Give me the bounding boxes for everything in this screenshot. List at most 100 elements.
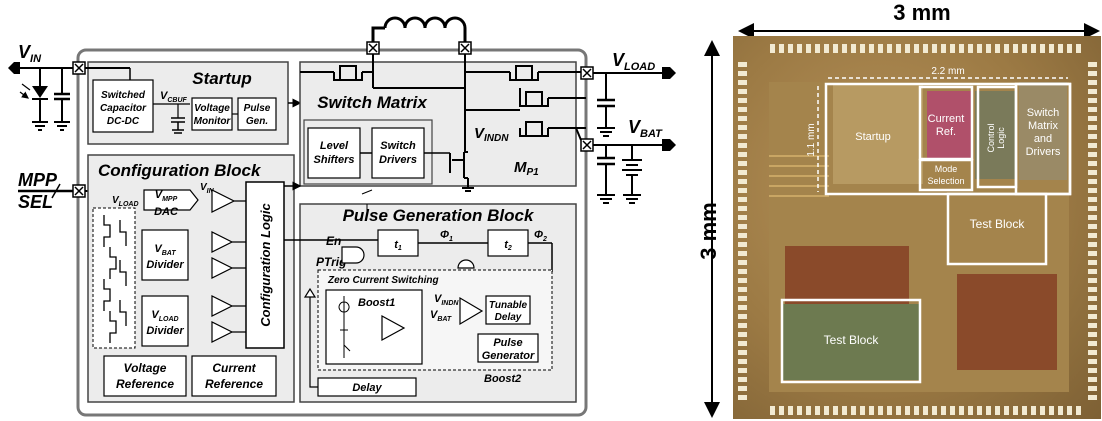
- bond-pad: [923, 44, 928, 53]
- svg-text:t2: t2: [504, 239, 512, 252]
- svg-text:VIN: VIN: [200, 182, 215, 195]
- bond-pad: [1088, 62, 1097, 67]
- bond-pad: [887, 44, 892, 53]
- bond-pad: [738, 170, 747, 175]
- svg-text:MPP: MPP: [18, 170, 58, 190]
- bond-pad: [1088, 80, 1097, 85]
- vload-vbat-terminals: VLOAD VBAT: [575, 50, 676, 204]
- svg-text:Selection: Selection: [927, 176, 964, 186]
- bond-pad: [905, 44, 910, 53]
- die-test-block-right: Test Block: [970, 217, 1026, 231]
- svg-text:VCBUF: VCBUF: [160, 90, 188, 104]
- svg-text:DC-DC: DC-DC: [107, 116, 140, 127]
- bond-pad: [1067, 44, 1072, 53]
- bond-pad: [860, 406, 865, 415]
- svg-text:Switch: Switch: [1027, 107, 1059, 119]
- bond-pad: [950, 44, 955, 53]
- bond-pad: [1088, 134, 1097, 139]
- bond-pad: [738, 242, 747, 247]
- svg-text:Capacitor: Capacitor: [100, 103, 147, 114]
- bond-pad: [738, 350, 747, 355]
- bond-pad: [833, 406, 838, 415]
- bond-pad: [824, 406, 829, 415]
- svg-text:Divider: Divider: [146, 325, 184, 337]
- bond-pad: [815, 44, 820, 53]
- startup-title: Startup: [192, 69, 252, 88]
- bond-pad: [738, 98, 747, 103]
- bond-pad: [1088, 377, 1097, 382]
- bond-pad: [842, 44, 847, 53]
- configuration-block-title: Configuration Block: [98, 161, 262, 180]
- bond-pad: [1088, 341, 1097, 346]
- svg-text:MP1: MP1: [514, 159, 539, 178]
- bond-pad: [1088, 233, 1097, 238]
- svg-text:Shifters: Shifters: [314, 154, 355, 166]
- svg-text:Logic: Logic: [996, 127, 1006, 149]
- bond-pad: [738, 80, 747, 85]
- bond-pad: [738, 269, 747, 274]
- bond-pad: [1031, 44, 1036, 53]
- svg-text:VBAT: VBAT: [154, 243, 176, 257]
- bond-pad: [995, 406, 1000, 415]
- bond-pad: [1088, 260, 1097, 265]
- bond-pad: [878, 44, 883, 53]
- bond-pad: [738, 233, 747, 238]
- bond-pad: [1088, 161, 1097, 166]
- bond-pad: [1088, 143, 1097, 148]
- svg-text:En: En: [326, 234, 341, 248]
- bond-pad: [806, 44, 811, 53]
- die-inner-width: 2.2 mm: [931, 66, 964, 77]
- bond-pad: [738, 224, 747, 229]
- bond-pad: [770, 406, 775, 415]
- svg-text:Delay: Delay: [495, 312, 522, 323]
- bond-pad: [1088, 359, 1097, 364]
- bond-pad: [1088, 197, 1097, 202]
- pulse-generation-block: Pulse Generation Block En PTrig t1 Φ1 t2…: [284, 189, 577, 403]
- die-block-startup: Startup: [855, 131, 890, 143]
- svg-text:Divider: Divider: [146, 259, 184, 271]
- svg-text:and: and: [1034, 133, 1052, 145]
- bond-pad: [1088, 314, 1097, 319]
- svg-text:Drivers: Drivers: [379, 154, 417, 166]
- bond-pad: [1088, 89, 1097, 94]
- bond-pad: [896, 406, 901, 415]
- bond-pad: [1088, 296, 1097, 301]
- bond-pad: [738, 287, 747, 292]
- bond-pad: [815, 406, 820, 415]
- bond-pad: [738, 323, 747, 328]
- configuration-block: Configuration Block VLOAD VMPP DAC VIN V…: [87, 154, 302, 403]
- bond-pad: [950, 406, 955, 415]
- bond-pad: [833, 44, 838, 53]
- svg-text:Pulse: Pulse: [244, 103, 271, 114]
- pulse-generation-title: Pulse Generation Block: [343, 206, 535, 225]
- die-test-block-left: Test Block: [824, 333, 880, 347]
- bond-pad: [1088, 215, 1097, 220]
- bond-pad: [941, 44, 946, 53]
- bond-pad: [860, 44, 865, 53]
- bond-pad: [932, 406, 937, 415]
- bond-pad: [1049, 44, 1054, 53]
- bond-pad: [1088, 323, 1097, 328]
- bond-pad: [738, 314, 747, 319]
- svg-text:Reference: Reference: [205, 377, 263, 391]
- svg-text:Boost2: Boost2: [484, 373, 521, 385]
- svg-text:t1: t1: [394, 239, 402, 252]
- bond-pad: [738, 341, 747, 346]
- bond-pad: [869, 44, 874, 53]
- svg-text:Ref.: Ref.: [936, 126, 956, 138]
- svg-text:VLOAD: VLOAD: [151, 309, 178, 323]
- bond-pad: [738, 332, 747, 337]
- bond-pad: [1088, 287, 1097, 292]
- bond-pad: [1040, 44, 1045, 53]
- bond-pad: [824, 44, 829, 53]
- bond-pad: [779, 406, 784, 415]
- bond-pad: [779, 44, 784, 53]
- svg-text:Φ2: Φ2: [534, 229, 547, 243]
- bond-pad: [959, 406, 964, 415]
- svg-text:VIN: VIN: [18, 42, 42, 65]
- svg-text:Pulse: Pulse: [493, 337, 522, 349]
- bond-pad: [977, 406, 982, 415]
- bond-pad: [1088, 98, 1097, 103]
